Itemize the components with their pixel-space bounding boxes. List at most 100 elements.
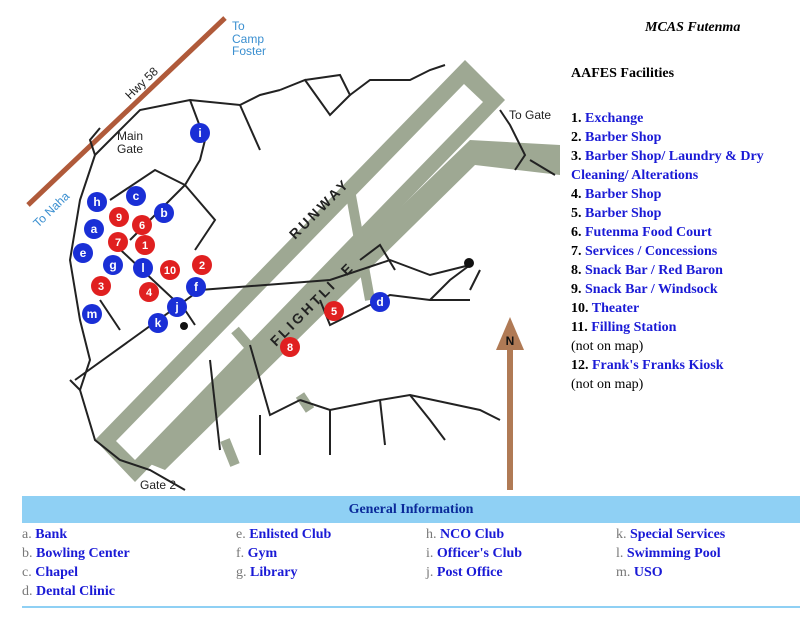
flightline (140, 140, 560, 470)
general-link-uso[interactable]: USO (633, 565, 663, 580)
marker-6[interactable]: 6 (132, 215, 152, 235)
general-link-nco-club[interactable]: NCO Club (440, 527, 505, 542)
marker-2[interactable]: 2 (192, 255, 212, 275)
general-link-post-office[interactable]: Post Office (436, 565, 503, 580)
general-letter: b. (22, 546, 33, 561)
marker-10[interactable]: 10 (160, 260, 180, 280)
marker-5[interactable]: 5 (324, 301, 344, 321)
facility-note: (not on map) (571, 339, 644, 354)
svg-text:a: a (91, 222, 98, 236)
general-letter: i. (426, 546, 434, 561)
marker-f[interactable]: f (186, 277, 206, 297)
facility-number: 7. (571, 244, 582, 259)
svg-text:9: 9 (116, 212, 122, 224)
marker-7[interactable]: 7 (108, 232, 128, 252)
facility-item: 11. Filling Station (571, 318, 800, 337)
facility-link-barber-shop-2[interactable]: Barber Shop (585, 187, 662, 202)
general-link-special-services[interactable]: Special Services (630, 527, 726, 542)
facility-link-filling-station[interactable]: Filling Station (591, 320, 677, 335)
facility-link-red-baron[interactable]: Snack Bar / Red Baron (585, 263, 723, 278)
marker-i[interactable]: i (190, 123, 210, 143)
facility-link-barber-laundry[interactable]: Barber Shop/ Laundry & Dry Cleaning/ Alt… (571, 149, 764, 183)
marker-b[interactable]: b (154, 203, 174, 223)
marker-h[interactable]: h (87, 192, 107, 212)
svg-text:h: h (93, 195, 100, 209)
general-link-chapel[interactable]: Chapel (35, 565, 79, 580)
main-gate-label: Main (117, 129, 143, 143)
gate-2-label: Gate 2 (140, 478, 176, 492)
general-letter: a. (22, 527, 32, 542)
facility-number: 1. (571, 111, 582, 126)
facility-number: 3. (571, 149, 582, 164)
runway-inner (116, 84, 483, 460)
facility-item: 2. Barber Shop (571, 128, 800, 147)
red-markers: 1 2 3 4 5 6 7 8 9 10 (91, 207, 344, 357)
general-column-1: a. Bank b. Bowling Center c. Chapel d. D… (22, 525, 236, 601)
general-item: c. Chapel (22, 563, 236, 582)
facility-link-franks-kiosk[interactable]: Frank's Franks Kiosk (592, 358, 724, 373)
facility-item: 4. Barber Shop (571, 185, 800, 204)
highway-58 (26, 16, 227, 207)
facility-number: 4. (571, 187, 582, 202)
facility-item: 1. Exchange (571, 109, 800, 128)
general-link-bank[interactable]: Bank (35, 527, 68, 542)
facility-item: 3. Barber Shop/ Laundry & Dry Cleaning/ … (571, 147, 800, 185)
svg-text:10: 10 (164, 265, 176, 277)
svg-text:1: 1 (142, 240, 148, 252)
general-item: e. Enlisted Club (236, 525, 426, 544)
marker-l[interactable]: l (133, 258, 153, 278)
facility-link-services[interactable]: Services / Concessions (585, 244, 718, 259)
facility-number: 10. (571, 301, 589, 316)
svg-text:5: 5 (331, 306, 337, 318)
svg-text:4: 4 (146, 287, 153, 299)
facility-number: 8. (571, 263, 582, 278)
marker-3[interactable]: 3 (91, 276, 111, 296)
general-letter: j. (426, 565, 434, 580)
marker-1[interactable]: 1 (135, 235, 155, 255)
north-arrow: N (496, 317, 524, 490)
facility-link-barber-shop[interactable]: Barber Shop (585, 130, 662, 145)
svg-text:6: 6 (139, 220, 145, 232)
facility-link-barber-shop-3[interactable]: Barber Shop (585, 206, 662, 221)
general-item: f. Gym (236, 544, 426, 563)
main-gate-label-2: Gate (117, 142, 143, 156)
general-item: j. Post Office (426, 563, 616, 582)
marker-j[interactable]: j (167, 297, 187, 317)
facility-link-exchange[interactable]: Exchange (585, 111, 644, 126)
general-item: k. Special Services (616, 525, 800, 544)
marker-g[interactable]: g (103, 255, 123, 275)
marker-4[interactable]: 4 (139, 282, 159, 302)
facility-number: 9. (571, 282, 582, 297)
facility-link-food-court[interactable]: Futenma Food Court (585, 225, 712, 240)
svg-text:2: 2 (199, 260, 205, 272)
general-link-bowling-center[interactable]: Bowling Center (36, 546, 130, 561)
general-column-3: h. NCO Club i. Officer's Club j. Post Of… (426, 525, 616, 601)
marker-e[interactable]: e (73, 243, 93, 263)
marker-8[interactable]: 8 (280, 337, 300, 357)
general-link-gym[interactable]: Gym (247, 546, 278, 561)
marker-9[interactable]: 9 (109, 207, 129, 227)
general-link-enlisted-club[interactable]: Enlisted Club (249, 527, 332, 542)
facility-number: 2. (571, 130, 582, 145)
facility-note: (not on map) (571, 377, 644, 392)
facility-item: 6. Futenma Food Court (571, 223, 800, 242)
general-letter: f. (236, 546, 245, 561)
marker-c[interactable]: c (126, 186, 146, 206)
facility-item: 7. Services / Concessions (571, 242, 800, 261)
general-link-officers-club[interactable]: Officer's Club (436, 546, 523, 561)
marker-m[interactable]: m (82, 304, 102, 324)
roads (68, 64, 556, 491)
facility-link-theater[interactable]: Theater (591, 301, 640, 316)
general-link-swimming-pool[interactable]: Swimming Pool (626, 546, 721, 561)
svg-text:i: i (198, 126, 201, 140)
svg-text:m: m (87, 307, 98, 321)
marker-a[interactable]: a (84, 219, 104, 239)
general-link-dental-clinic[interactable]: Dental Clinic (36, 584, 115, 599)
facility-item: 5. Barber Shop (571, 204, 800, 223)
marker-d[interactable]: d (370, 292, 390, 312)
general-link-library[interactable]: Library (250, 565, 298, 580)
to-gate-label: To Gate (509, 108, 551, 122)
svg-text:e: e (80, 246, 87, 260)
facility-link-windsock[interactable]: Snack Bar / Windsock (585, 282, 718, 297)
marker-k[interactable]: k (148, 313, 168, 333)
